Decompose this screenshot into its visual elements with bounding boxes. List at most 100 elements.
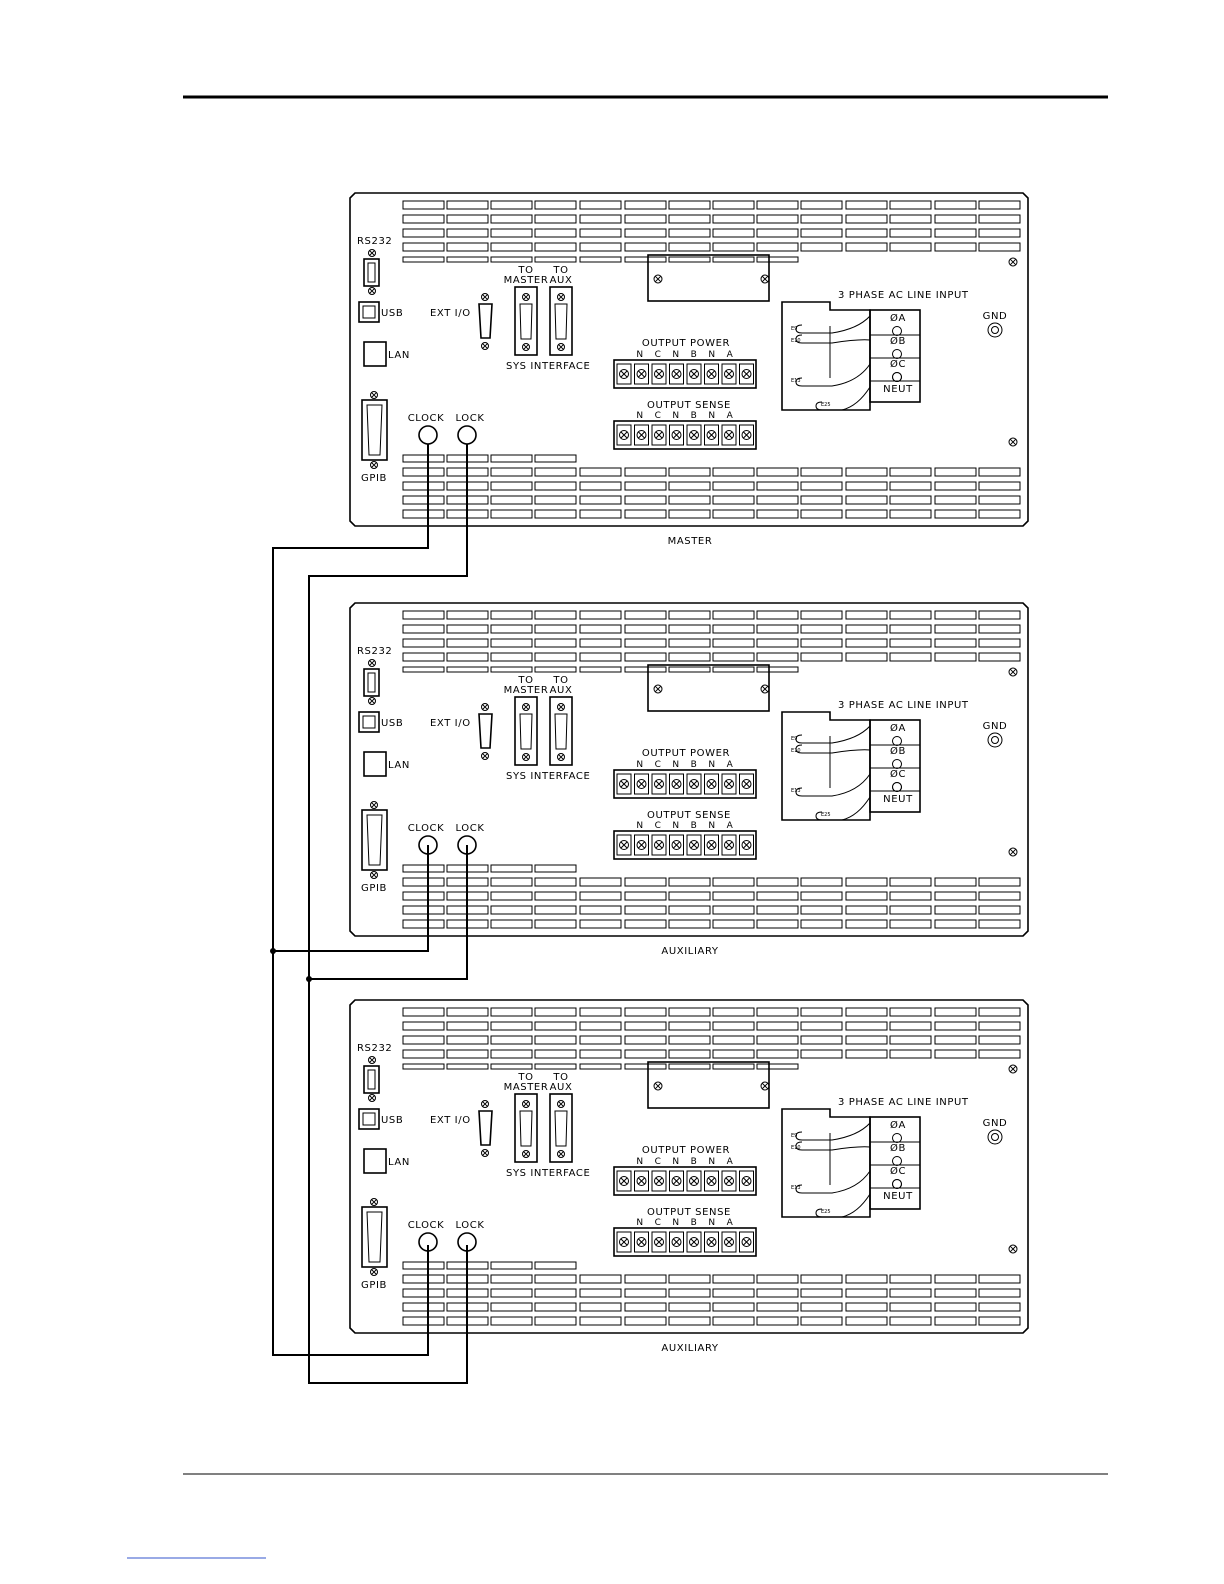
output-sense-terminal — [651, 1231, 667, 1253]
terminal-letter: C — [655, 350, 662, 360]
output-sense-terminal-block — [613, 420, 757, 450]
vent-slot — [756, 1063, 799, 1070]
vent-slot — [668, 256, 711, 263]
screw-icon — [368, 659, 376, 667]
vent-slot — [712, 624, 755, 634]
vent-slot — [534, 624, 577, 634]
output-power-terminal — [686, 363, 702, 385]
output-power-terminal — [739, 773, 754, 795]
vent-slot — [402, 1302, 445, 1312]
screw-icon — [522, 1150, 530, 1158]
vent-slot — [534, 877, 577, 887]
vent-slot — [800, 242, 843, 252]
vent-slot — [978, 652, 1021, 662]
terminal-screw-icon — [706, 430, 717, 440]
terminal-letter: A — [727, 350, 734, 360]
output-power-terminal — [669, 773, 684, 795]
terminal-screw-icon — [619, 369, 629, 379]
terminal-screw-icon — [619, 430, 629, 440]
vent-slot — [668, 228, 711, 238]
clock-lock-cabling — [270, 444, 468, 1384]
screw-icon — [481, 752, 489, 760]
chassis-outline — [349, 999, 1029, 1334]
vent-slot — [624, 256, 667, 263]
vent-slot — [756, 1049, 799, 1059]
screw-icon — [370, 461, 378, 469]
vent-slot — [889, 624, 932, 634]
vent-slot — [889, 1035, 932, 1045]
ext-io-label: EXT I/O — [430, 1115, 471, 1126]
screw-icon — [1008, 437, 1018, 447]
vent-slot — [402, 200, 445, 210]
terminal-screw-icon — [654, 840, 664, 850]
panel-caption: AUXILIARY — [661, 946, 718, 957]
vent-slot — [490, 1288, 533, 1298]
terminal-screw-icon — [689, 430, 699, 440]
ac-terminal-label: ØA — [890, 312, 906, 324]
vent-slot — [624, 905, 667, 915]
vent-slot — [668, 1302, 711, 1312]
vent-slot — [579, 666, 622, 673]
screw-icon — [368, 287, 376, 295]
vent-slot — [534, 1049, 577, 1059]
vent-slot — [845, 242, 888, 252]
vent-slot — [668, 638, 711, 648]
output-sense-terminal — [704, 834, 719, 856]
terminal-letter: A — [727, 1218, 734, 1228]
vent-slot — [668, 495, 711, 505]
vent-slot — [712, 905, 755, 915]
screw-icon — [370, 871, 378, 879]
vent-slot — [800, 509, 843, 519]
vent-slot — [756, 1316, 799, 1326]
vent-slot — [712, 1021, 755, 1031]
screw-icon — [557, 343, 565, 351]
output-power-terminal-block — [613, 1166, 757, 1196]
vent-slot — [889, 1316, 932, 1326]
vent-slot — [402, 1261, 445, 1270]
vent-slot — [402, 1021, 445, 1031]
to-label: TO — [552, 265, 568, 276]
vent-slot — [490, 228, 533, 238]
terminal-letter: A — [727, 760, 734, 770]
screw-icon — [760, 274, 770, 284]
output-sense-terminal — [634, 1231, 649, 1253]
output-power-terminal — [669, 1170, 684, 1192]
vent-slot — [712, 610, 755, 620]
terminal-letter: C — [655, 1157, 662, 1167]
jumper-label: E9 — [791, 1133, 797, 1139]
vent-slot — [889, 1021, 932, 1031]
vent-slot — [756, 666, 799, 673]
vent-slot — [402, 481, 445, 491]
vent-slot — [845, 228, 888, 238]
output-power-terminal — [616, 773, 632, 795]
vent-slot — [490, 638, 533, 648]
lan-port — [363, 751, 387, 777]
terminal-screw-icon — [724, 779, 734, 789]
gpib-port-inner — [366, 404, 383, 456]
vent-slot — [978, 200, 1021, 210]
output-sense-terminal — [686, 424, 702, 446]
vent-slot — [845, 1288, 888, 1298]
terminal-screw-icon — [741, 1237, 752, 1247]
vent-slot — [446, 214, 489, 224]
vent-slot — [978, 891, 1021, 901]
terminal-screw-icon — [671, 840, 682, 850]
vent-slot — [624, 1063, 667, 1070]
vent-slot — [624, 509, 667, 519]
vent-slot — [800, 877, 843, 887]
output-sense-terminal — [651, 834, 667, 856]
vent-slot — [756, 919, 799, 929]
vent-slot — [490, 1063, 533, 1070]
screw-icon — [522, 703, 530, 711]
vent-slot — [668, 610, 711, 620]
lan-port — [363, 1148, 387, 1174]
vent-slot — [579, 200, 622, 210]
vent-slot — [756, 214, 799, 224]
screw-icon — [557, 1100, 565, 1108]
to-master-connector — [514, 696, 538, 766]
terminal-letter: A — [727, 1157, 734, 1167]
vent-slot — [402, 919, 445, 929]
vent-slot — [579, 1049, 622, 1059]
vent-slot — [978, 638, 1021, 648]
gpib-port — [361, 399, 388, 461]
